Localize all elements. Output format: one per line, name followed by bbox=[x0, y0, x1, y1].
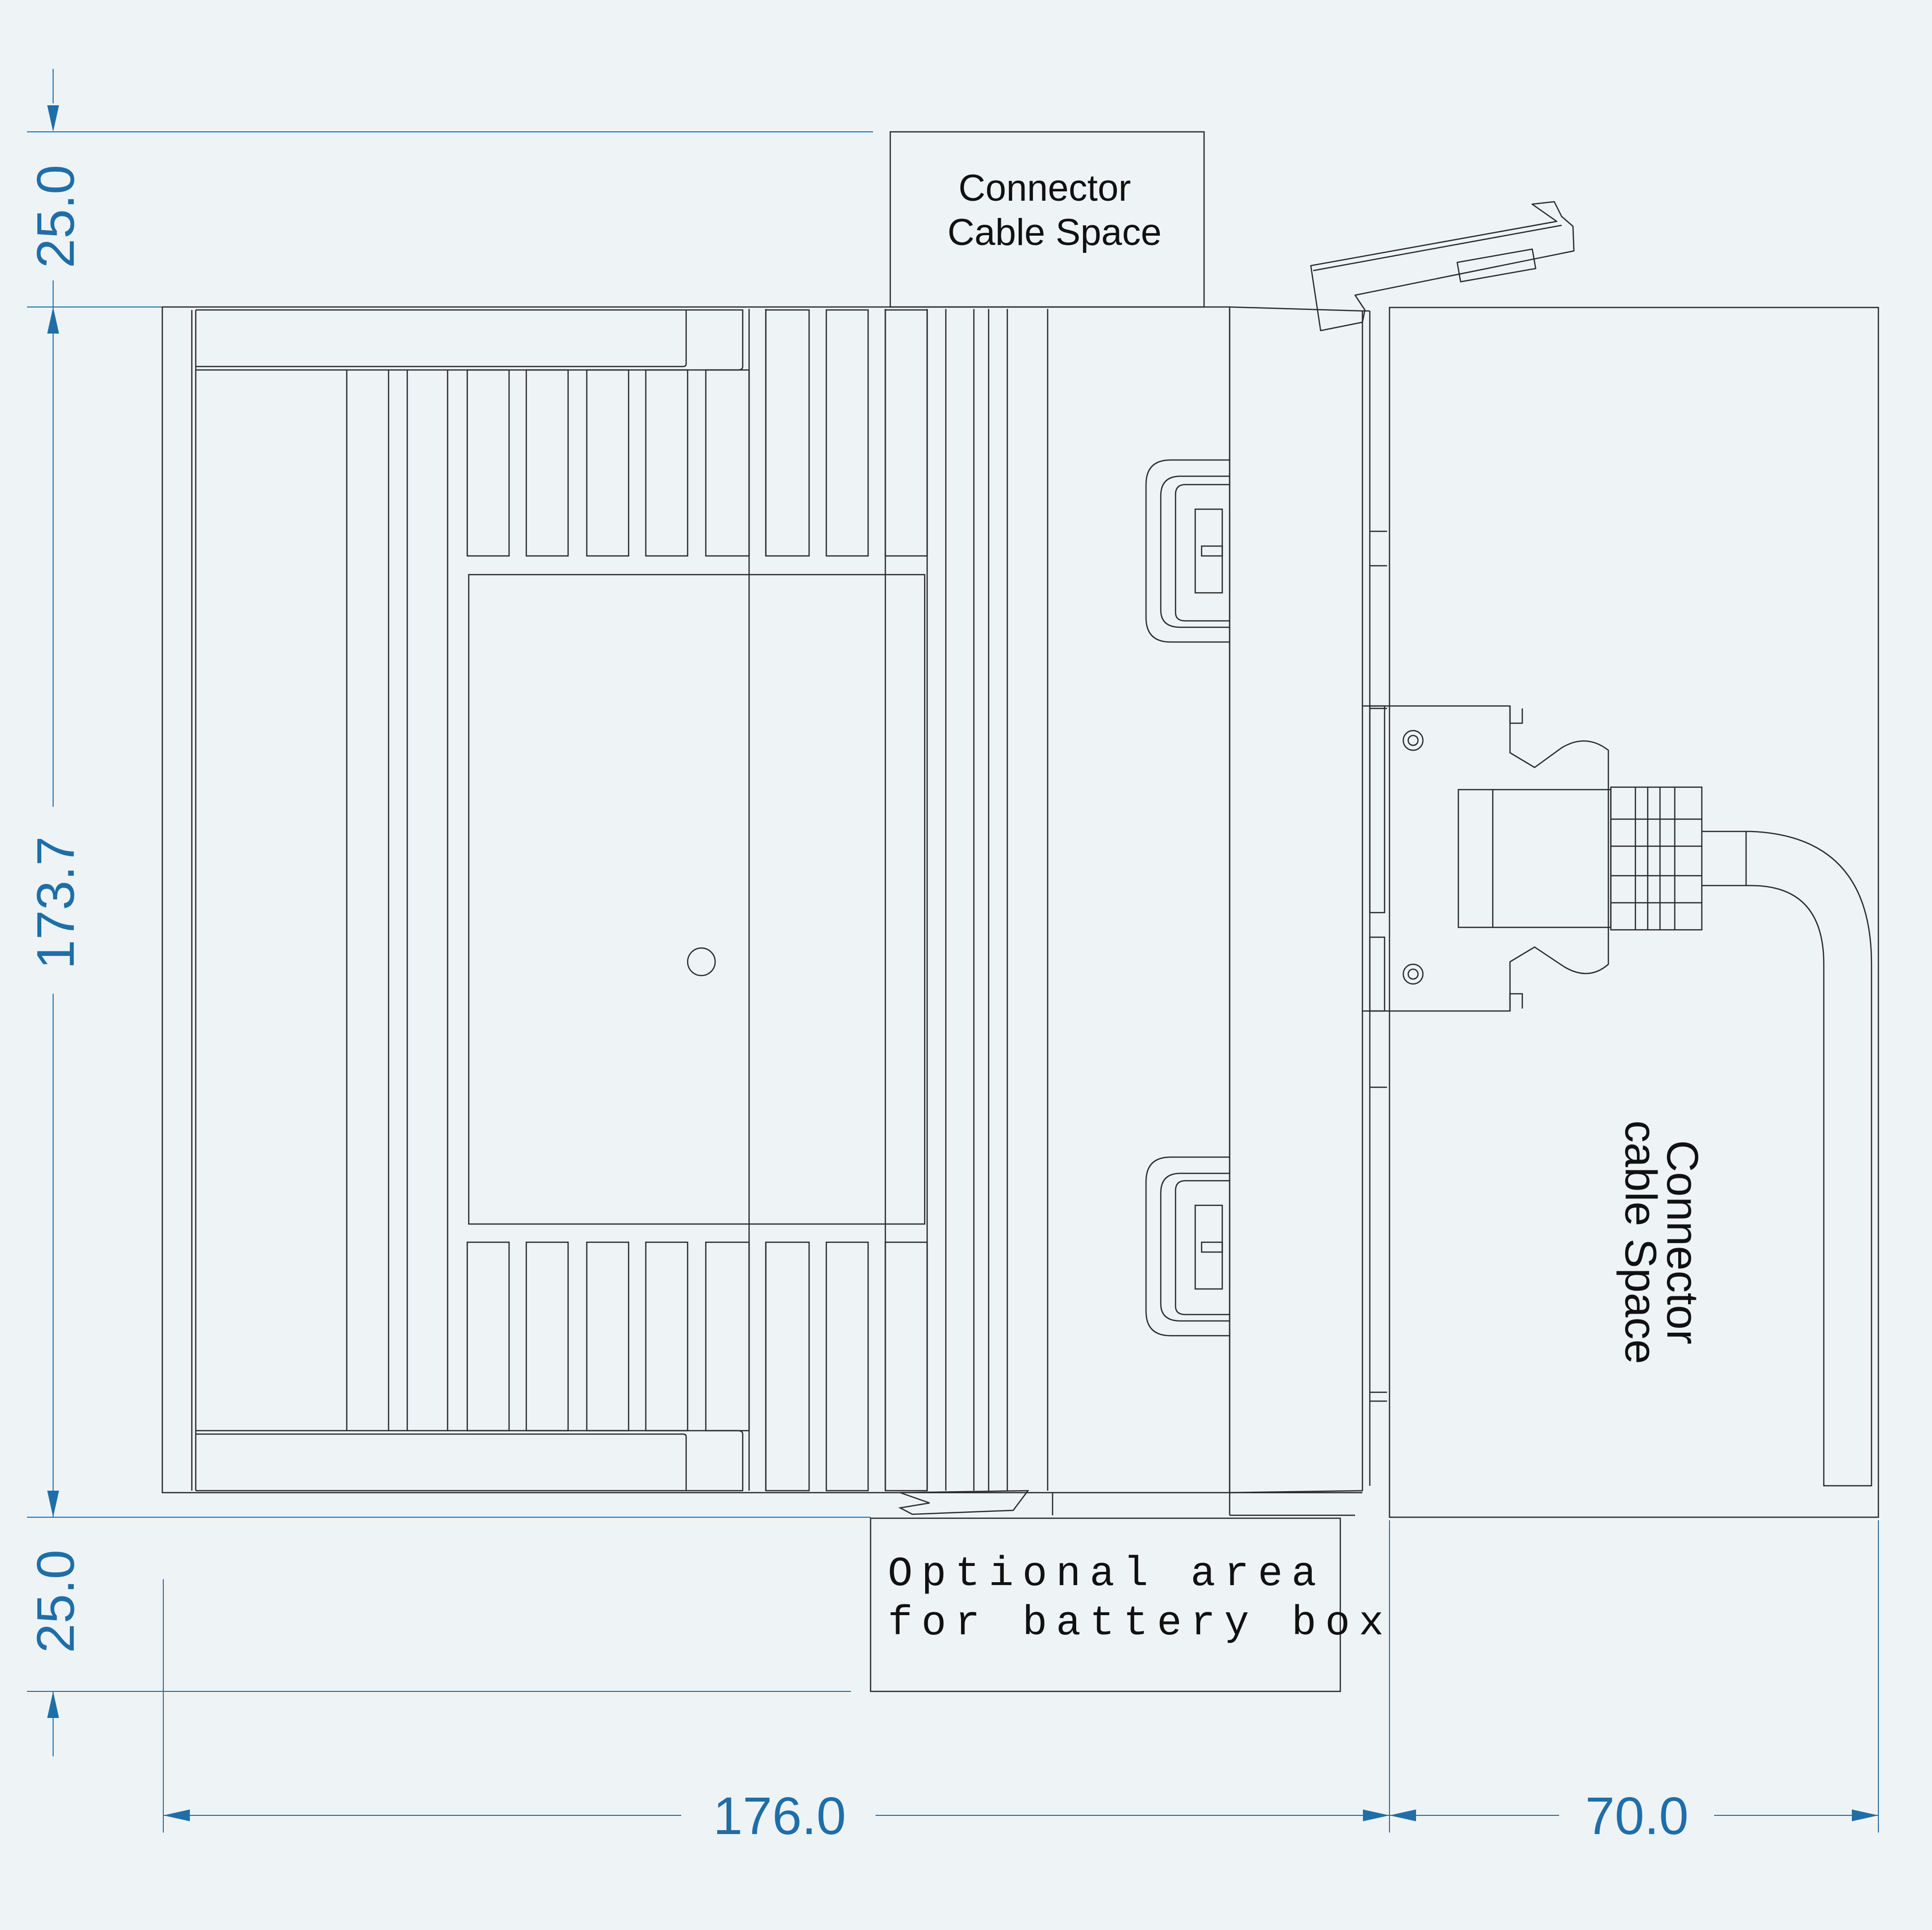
arrow-height-top bbox=[47, 307, 59, 334]
heatsink-fins bbox=[346, 309, 1008, 1491]
arrow-side-right bbox=[1852, 1809, 1878, 1821]
top-connector-lever bbox=[1310, 201, 1575, 332]
arrow-width-right bbox=[1363, 1809, 1389, 1821]
mounting-latch-upper bbox=[1145, 459, 1230, 643]
side-cable-space-label-line1: Connector bbox=[1658, 1140, 1707, 1344]
side-cable-space-box bbox=[1389, 306, 1879, 1518]
vent-slots-bottom bbox=[466, 1241, 928, 1492]
vent-slots-top bbox=[466, 309, 928, 557]
side-connector-plug bbox=[1362, 530, 1872, 1487]
clearance-boxes bbox=[870, 131, 1879, 1692]
label-panel bbox=[468, 574, 926, 1225]
battery-clip bbox=[898, 1490, 1054, 1515]
side-cable-space-label: Connector cable Space bbox=[1616, 1120, 1707, 1364]
dimension-lines bbox=[27, 69, 1879, 1833]
dim-top-clearance: 25.0 bbox=[26, 165, 85, 268]
top-cable-space-label-line1: Connector bbox=[959, 167, 1131, 209]
mounting-latch-lower bbox=[1145, 1156, 1230, 1337]
arrow-bottom-clearance bbox=[47, 1691, 59, 1718]
top-cable-space-label-line2: Cable Space bbox=[947, 212, 1161, 253]
arrow-side-left bbox=[1389, 1809, 1416, 1821]
arrow-width-left bbox=[163, 1809, 190, 1821]
dim-width: 176.0 bbox=[713, 1786, 846, 1845]
mounting-hole bbox=[687, 947, 716, 977]
arrow-height-bottom bbox=[47, 1491, 59, 1517]
dim-side-clearance: 70.0 bbox=[1585, 1786, 1689, 1845]
battery-area-label-line1: Optional area bbox=[888, 1551, 1325, 1598]
top-cable-space-box bbox=[889, 131, 1205, 308]
dim-bottom-clearance: 25.0 bbox=[26, 1550, 85, 1653]
side-cable-space-label-line2: cable Space bbox=[1616, 1120, 1665, 1364]
battery-area-label-line2: for battery box bbox=[888, 1600, 1392, 1647]
arrow-top-clearance bbox=[47, 105, 59, 132]
battery-box-area bbox=[870, 1517, 1341, 1692]
dim-height: 173.7 bbox=[26, 836, 85, 969]
dimension-arrows bbox=[47, 105, 1878, 1821]
